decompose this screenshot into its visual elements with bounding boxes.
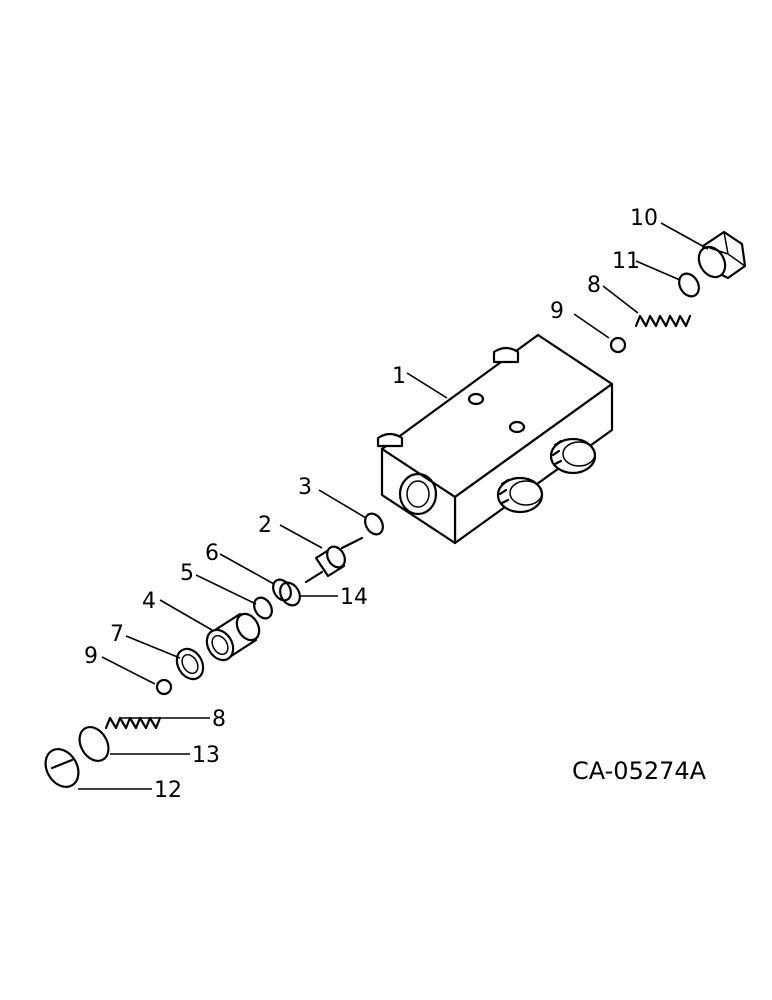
callout-labels: 1 2 3 6 5 4 7 9 8 13 12 14 10 11 8 9 [84,206,658,803]
plug-cap-12 [44,748,80,788]
ring-6 [272,578,292,602]
poppet-2 [304,536,364,584]
callout-9-bottom: 9 [84,644,98,669]
leader-lines [78,222,709,790]
ball-9-top [609,336,627,354]
o-ring-13 [78,726,110,762]
callout-8-top: 8 [587,273,601,298]
callout-7: 7 [110,622,124,647]
callout-9-top: 9 [550,299,564,324]
callout-4: 4 [142,589,156,614]
callout-6: 6 [205,541,219,566]
drawing-code: CA-05274A [572,757,707,785]
callout-12: 12 [154,778,182,803]
valve-body-block [376,333,614,545]
side-port-fitting [496,476,544,514]
plug-10 [697,230,747,280]
o-ring-3 [364,512,384,536]
callout-1: 1 [392,364,406,389]
spring-8-bottom [104,716,162,730]
sleeve-4 [205,612,261,662]
callout-11: 11 [612,249,640,274]
callout-10: 10 [630,206,658,231]
o-ring-11 [678,272,700,298]
side-port-fitting [549,437,597,475]
ring-7 [175,647,205,681]
o-ring-5 [253,596,273,620]
callout-3: 3 [298,475,312,500]
callout-13: 13 [192,743,220,768]
callout-2: 2 [258,513,272,538]
ball-9-bottom [155,678,173,696]
spring-8-top [634,314,692,328]
callout-14: 14 [340,585,368,610]
ring-14 [279,581,301,607]
callout-5: 5 [180,561,194,586]
callout-8-bottom: 8 [212,707,226,732]
